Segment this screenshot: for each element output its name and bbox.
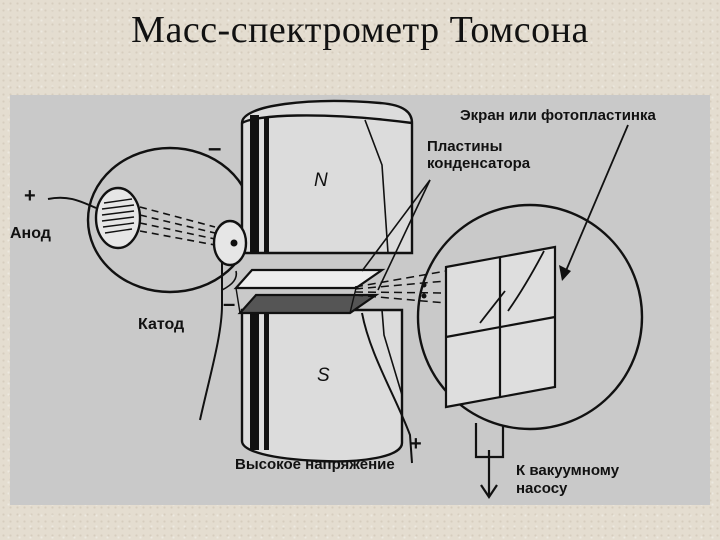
plates-label-line1: Пластины (427, 138, 503, 155)
anode-plus-sign: + (24, 185, 36, 207)
magnet-south (240, 308, 404, 463)
anode-disc (94, 186, 142, 250)
thomson-diagram: N S + – – + Экран или фотопластинка Плас… (10, 95, 710, 505)
cathode-label: Катод (138, 316, 185, 333)
pump-label-line2: насосу (516, 480, 568, 497)
cathode-minus-sign: – (223, 291, 236, 316)
plates-pointer-1 (361, 179, 431, 272)
screen-plate (444, 245, 557, 409)
anode-wire (47, 196, 97, 209)
slide-title: Масс-спектрометр Томсона (131, 9, 589, 51)
capacitor-plates (233, 268, 386, 315)
plates-pointer-2 (377, 179, 431, 291)
ion-beam-deflected (354, 270, 447, 304)
vacuum-pump-outlet (474, 423, 505, 499)
diagram-drawing (47, 99, 644, 499)
screen-pointer (564, 124, 629, 274)
anode-label: Анод (10, 225, 51, 242)
south-pole-label: S (317, 365, 330, 386)
voltage-plus-sign: + (410, 433, 422, 455)
pump-label-line1: К вакуумному (516, 462, 620, 479)
north-pole-label: N (314, 170, 328, 191)
high-voltage-wire (361, 312, 413, 464)
magnet-north (240, 99, 414, 255)
cathode-wire (199, 261, 223, 421)
magnet-minus-sign: – (208, 135, 222, 162)
ion-beam-source (139, 206, 216, 246)
high-voltage-label: Высокое напряжение (235, 456, 395, 473)
screen-label: Экран или фотопластинка (460, 107, 656, 124)
vacuum-tube-right (416, 203, 644, 431)
plates-label-line2: конденсатора (427, 155, 531, 172)
cathode-disc (212, 219, 248, 267)
